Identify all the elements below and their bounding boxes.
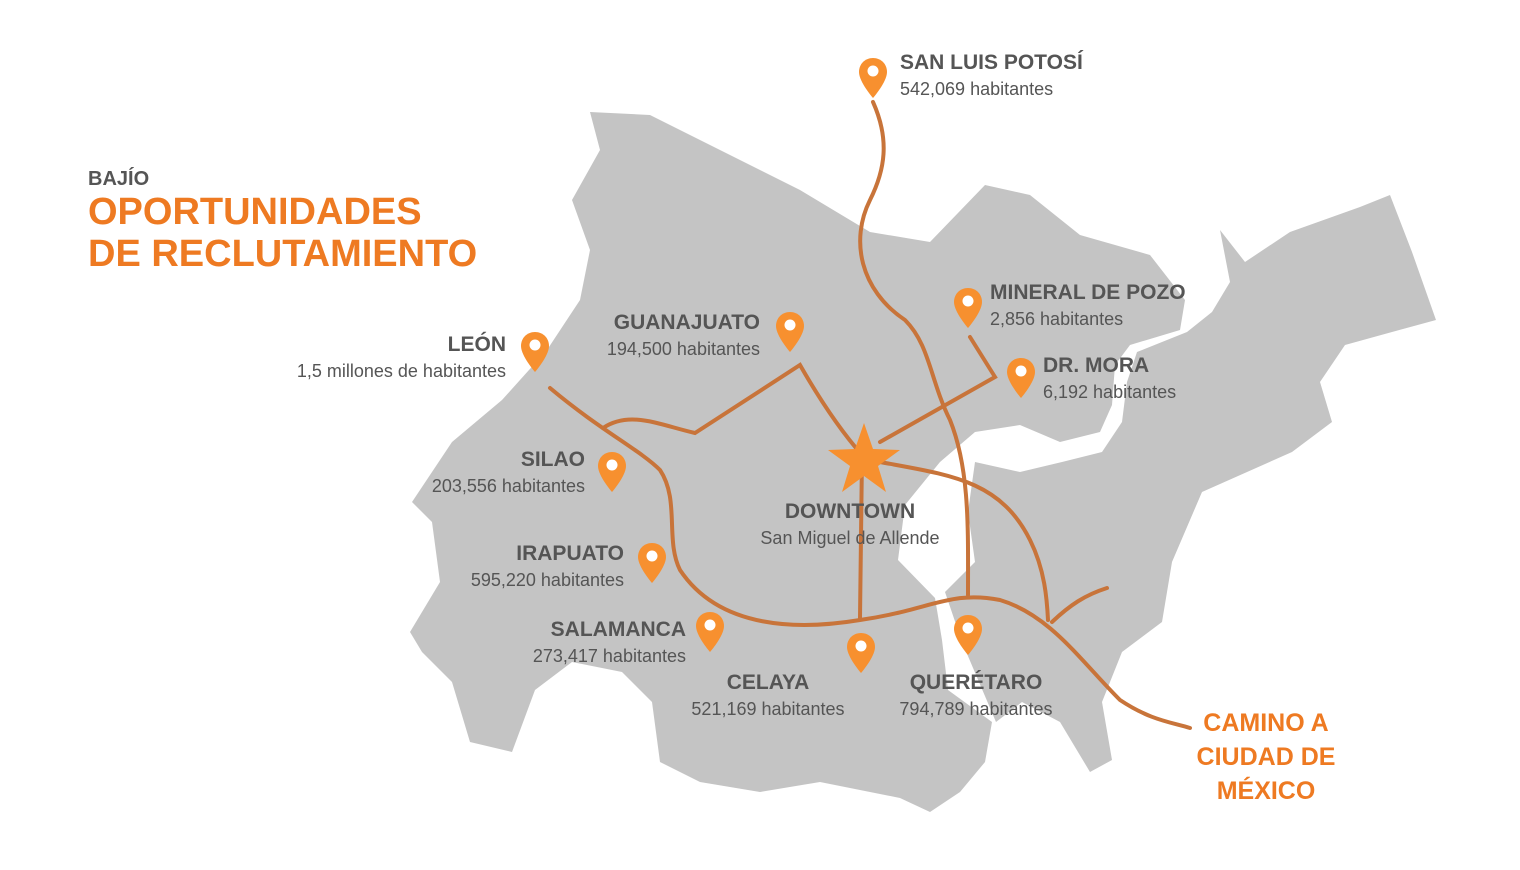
city-label-dr-mora: DR. MORA 6,192 habitantes	[1043, 353, 1176, 405]
city-name: CELAYA	[726, 671, 810, 694]
city-name: GUANAJUATO	[613, 311, 760, 334]
city-name: MINERAL DE POZO	[990, 281, 1186, 304]
road-guanajuato	[601, 362, 864, 457]
city-name: IRAPUATO	[516, 542, 624, 565]
title-line-2: DE RECLUTAMIENTO	[88, 233, 478, 275]
map-pin-icon[interactable]	[598, 452, 626, 492]
city-population: 203,556 habitantes	[431, 476, 585, 496]
city-name: DR. MORA	[1043, 354, 1150, 377]
city-population: 542,069 habitantes	[900, 79, 1054, 99]
city-label-mineral-de-pozo: MINERAL DE POZO 2,856 habitantes	[990, 280, 1186, 332]
road-east	[878, 460, 1050, 622]
road-leon	[548, 386, 1192, 730]
city-population: 273,417 habitantes	[532, 646, 686, 666]
city-population: 1,5 millones de habitantes	[296, 361, 506, 381]
city-population: 595,220 habitantes	[470, 570, 624, 590]
map-pin-icon[interactable]	[1007, 358, 1035, 398]
city-name: QUERÉTARO	[909, 671, 1043, 694]
city-name: SALAMANCA	[550, 618, 686, 641]
route-label: CAMINO A CIUDAD DE MÉXICO	[1150, 706, 1382, 808]
map-pin-icon[interactable]	[776, 312, 804, 352]
roads	[548, 100, 1192, 730]
city-population: 194,500 habitantes	[606, 339, 760, 359]
city-name: LEÓN	[447, 333, 506, 356]
city-label-san-luis-potosi: SAN LUIS POTOSÍ 542,069 habitantes	[900, 50, 1083, 102]
map-pin-icon[interactable]	[859, 58, 887, 98]
map-pin-icon[interactable]	[696, 612, 724, 652]
road-celaya	[858, 453, 864, 620]
road-dr-mora	[878, 335, 998, 444]
city-label-leon: LEÓN 1,5 millones de habitantes	[297, 332, 506, 384]
city-label-silao: SILAO 203,556 habitantes	[432, 447, 585, 499]
city-population: 6,192 habitantes	[1043, 382, 1177, 402]
star-icon	[828, 423, 900, 492]
city-label-guanajuato: GUANAJUATO 194,500 habitantes	[607, 310, 760, 362]
land-east	[945, 195, 1436, 772]
city-label-queretaro: QUERÉTARO 794,789 habitantes	[886, 670, 1066, 722]
city-label-celaya: CELAYA 521,169 habitantes	[678, 670, 858, 722]
city-name: SILAO	[520, 448, 585, 471]
map-pin-icon[interactable]	[847, 633, 875, 673]
city-label-irapuato: IRAPUATO 595,220 habitantes	[471, 541, 624, 593]
land-west	[410, 112, 1185, 812]
page-title: OPORTUNIDADES DE RECLUTAMIENTO	[88, 191, 477, 275]
downtown-subtitle: San Miguel de Allende	[760, 528, 940, 548]
map-pin-icon[interactable]	[954, 288, 982, 328]
title-line-1: OPORTUNIDADES	[88, 191, 422, 233]
header: BAJÍO OPORTUNIDADES DE RECLUTAMIENTO	[88, 168, 477, 275]
route-line-1: CAMINO A	[1203, 709, 1329, 737]
city-population: 2,856 habitantes	[990, 309, 1124, 329]
city-population: 794,789 habitantes	[899, 699, 1053, 719]
route-line-2: CIUDAD DE MÉXICO	[1196, 743, 1336, 805]
map-pin-icon[interactable]	[521, 332, 549, 372]
downtown-name: DOWNTOWN	[784, 500, 916, 523]
map-pin-icon[interactable]	[954, 615, 982, 655]
city-label-salamanca: SALAMANCA 273,417 habitantes	[533, 617, 686, 669]
city-population: 521,169 habitantes	[691, 699, 845, 719]
map-pin-icon[interactable]	[638, 543, 666, 583]
city-name: SAN LUIS POTOSÍ	[900, 51, 1083, 74]
road-branch	[1050, 586, 1109, 624]
downtown-label: DOWNTOWN San Miguel de Allende	[740, 499, 960, 551]
region-label: BAJÍO	[88, 168, 150, 190]
